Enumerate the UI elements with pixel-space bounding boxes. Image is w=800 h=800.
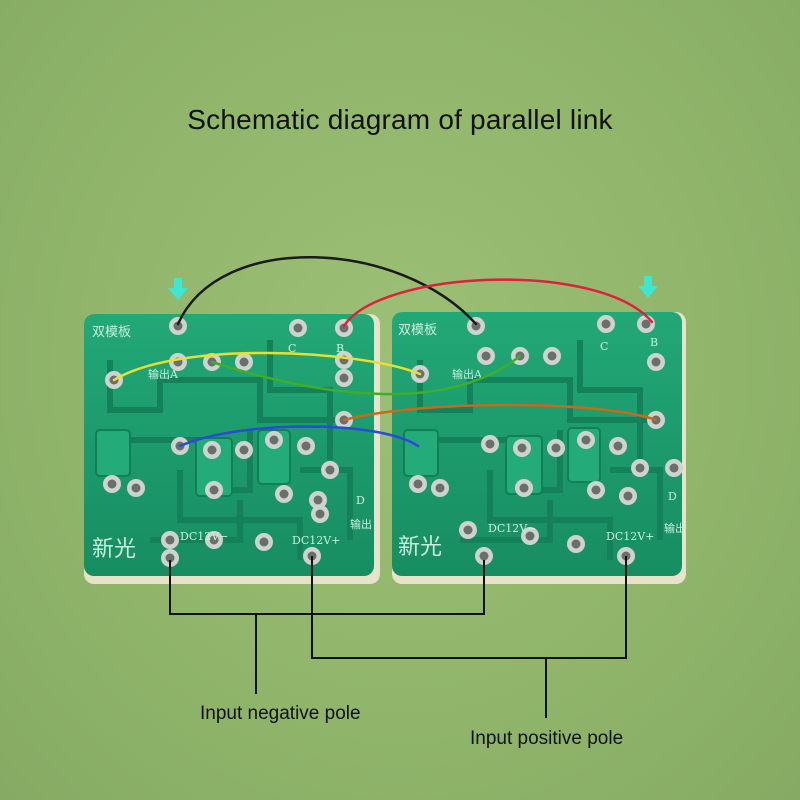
left-brand-label: 新光 (92, 537, 136, 562)
right-terminal-c: C (600, 340, 608, 353)
negative-pole-line (169, 560, 485, 615)
input-negative-pole-label: Input negative pole (200, 703, 361, 724)
left-terminal-c: C (288, 342, 296, 355)
left-board-label: 双模板 (92, 325, 131, 340)
orange-wire (342, 403, 658, 422)
green-wire (210, 354, 522, 396)
black-wire (176, 256, 478, 326)
right-terminal-a: 输出A (452, 367, 483, 381)
diagram-title: Schematic diagram of parallel link (187, 104, 613, 135)
yellow-wire (112, 351, 422, 382)
right-output-label: 输出 (664, 521, 686, 535)
left-dc-positive: DC12V+ (292, 534, 340, 547)
right-brand-label: 新光 (398, 535, 442, 560)
left-output-label: 输出 (350, 517, 372, 531)
right-terminal-b: B (650, 336, 658, 349)
down-arrow-icon (638, 276, 658, 298)
positive-pole-line (311, 556, 627, 659)
right-pcb-board: 双模板 新光 输出A C B 输出 D DC12V− DC12V+ (392, 312, 686, 584)
left-terminal-d: D (356, 494, 365, 507)
left-dc-negative: DC12V− (180, 530, 228, 543)
input-positive-pole-label: Input positive pole (470, 728, 624, 749)
right-board-label: 双模板 (398, 323, 437, 338)
blue-wire (178, 425, 420, 448)
red-wire (342, 278, 654, 328)
right-terminal-d: D (668, 490, 677, 503)
left-terminal-b: B (336, 342, 344, 355)
left-terminal-a: 输出A (148, 367, 179, 381)
down-arrow-icon (168, 278, 188, 300)
right-dc-positive: DC12V+ (606, 530, 654, 543)
right-dc-negative: DC12V− (488, 522, 536, 535)
left-pcb-board: 双模板 新光 输出A C B 输出 D DC12V− DC12V+ (84, 314, 380, 584)
